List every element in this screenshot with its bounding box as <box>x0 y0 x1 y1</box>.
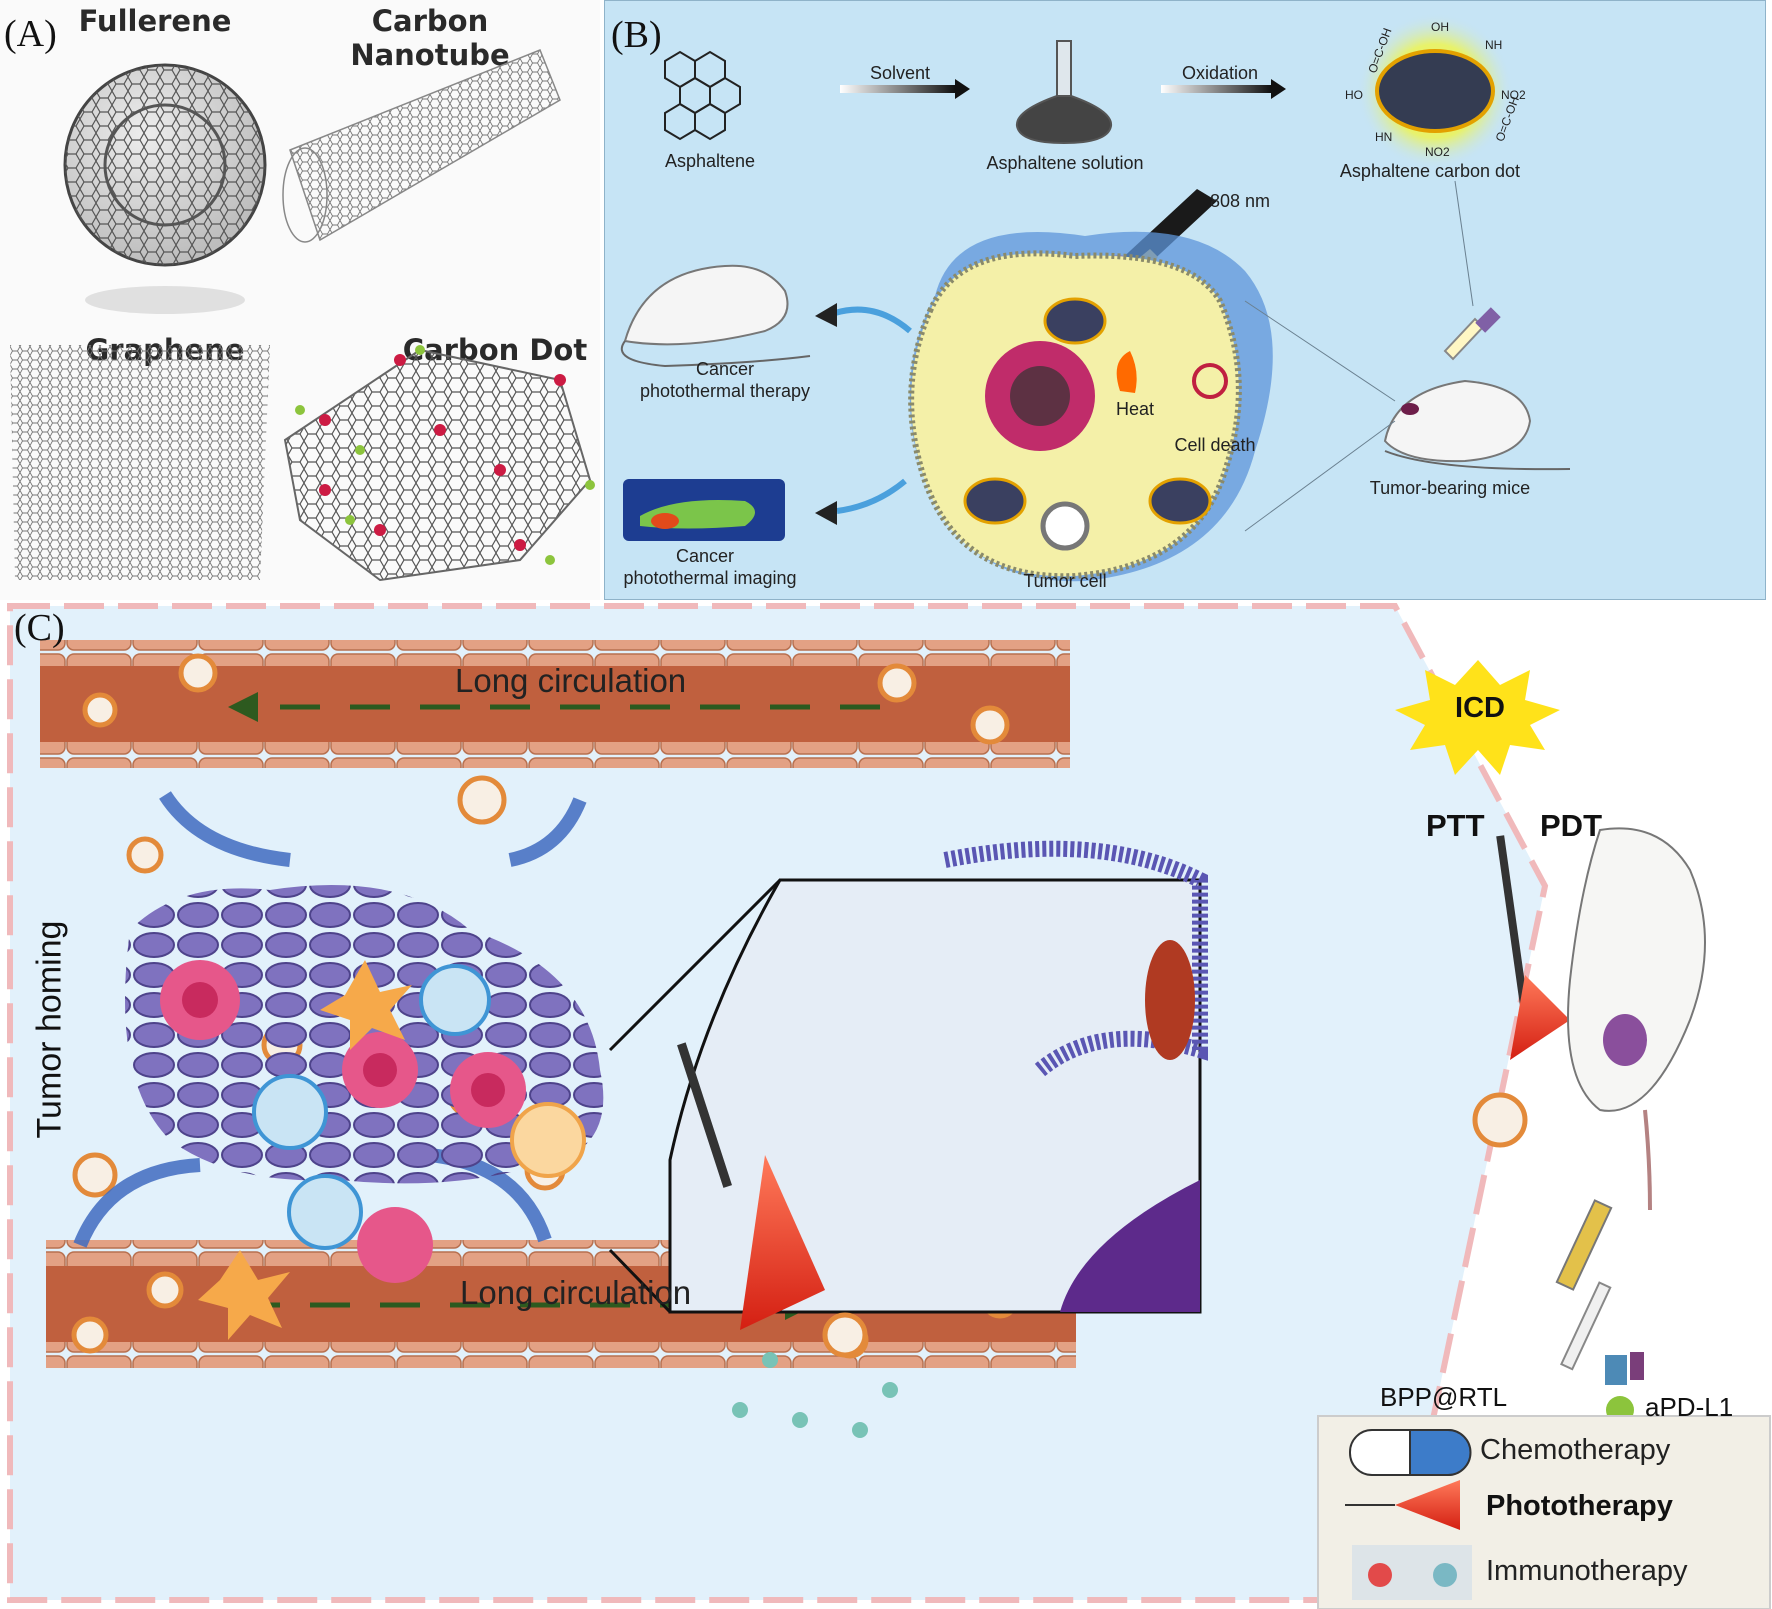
laser-wavelength-label: 808 nm <box>1209 191 1271 211</box>
panel-c-label: (C) <box>14 607 65 649</box>
phototherapy-fiber-icon <box>1496 835 1570 1060</box>
antibody-icon <box>1605 1352 1644 1424</box>
inset-laser-cone-icon <box>740 1155 825 1330</box>
tumor-bearing-mice-label: Tumor-bearing mice <box>1369 478 1531 498</box>
panel-b-label: (B) <box>611 14 662 56</box>
legend-phototherapy-label: Phototherapy <box>1486 1490 1673 1522</box>
mouse-therapy-icon <box>620 264 811 368</box>
long-circulation-bottom-label: Long circulation <box>460 1274 692 1311</box>
syringe-icon <box>1443 307 1501 361</box>
oxidation-label: Oxidation <box>1181 63 1259 83</box>
curved-arrow-therapy-icon <box>815 303 912 334</box>
therapy-label-line1: Cancer <box>695 359 755 379</box>
thermal-image-icon <box>623 479 785 541</box>
tumor-cell-icon <box>908 231 1273 582</box>
graphene-sheet-icon <box>10 345 270 580</box>
imaging-label-line2: photothermal imaging <box>623 568 797 588</box>
asphaltene-carbon-dot-label: Asphaltene carbon dot <box>1339 161 1521 181</box>
legend-laser-cone-icon <box>1395 1480 1460 1530</box>
bpp-rtl-label: BPP@RTL <box>1380 1382 1508 1412</box>
panel-a-label: (A) <box>4 13 57 55</box>
injection-syringe-icon <box>1555 1199 1613 1371</box>
treated-mouse-icon <box>1567 827 1706 1211</box>
icd-burst-icon <box>1395 660 1560 775</box>
panel-a-illustrations <box>10 49 595 582</box>
asphaltene-carbon-dot-icon <box>1357 13 1513 169</box>
long-circulation-top-label: Long circulation <box>455 662 687 699</box>
panel-b: (B) OH O=C-OH <box>604 0 1766 600</box>
fullerene-icon <box>63 63 267 314</box>
fullerene-title: Fullerene <box>78 4 232 38</box>
icd-label: ICD <box>1455 692 1505 724</box>
panel-c-illustrations <box>7 603 1771 1609</box>
tumor-bearing-mouse-icon <box>1383 379 1571 471</box>
zoom-inset <box>608 840 1208 1438</box>
apdl1-label: aPD-L1 <box>1645 1392 1734 1422</box>
imaging-label-line1: Cancer <box>675 546 735 566</box>
legend-immunotherapy-label: Immunotherapy <box>1486 1555 1688 1587</box>
heat-label: Heat <box>1115 399 1155 419</box>
ptt-label: PTT <box>1426 808 1485 843</box>
tumor-cell-label: Tumor cell <box>1023 571 1107 591</box>
legend-chemotherapy-label: Chemotherapy <box>1480 1434 1671 1466</box>
dot-group-hn: HN <box>1375 130 1392 144</box>
therapy-legend <box>1317 1415 1771 1609</box>
nanotube-title: Carbon Nanotube <box>350 4 510 72</box>
dot-group-nh: NH <box>1485 38 1502 52</box>
curved-arrow-imaging-icon <box>815 478 907 525</box>
carbon-dot-icon <box>283 345 595 582</box>
asphaltene-label: Asphaltene <box>664 151 756 171</box>
dot-group-ho: HO <box>1345 88 1363 102</box>
inset-laser-fiber-icon <box>677 1042 732 1188</box>
pdt-label: PDT <box>1540 808 1602 843</box>
panel-c: (C) Long circulation Long circulation Tu… <box>0 600 1772 1609</box>
oxidation-arrow-icon <box>1161 79 1286 99</box>
asphaltene-molecule-icon <box>664 50 741 141</box>
tumor-homing-label: Tumor homing <box>30 920 69 1139</box>
solvent-arrow-icon <box>840 79 970 99</box>
dot-group-no2-bottom: NO2 <box>1425 145 1450 159</box>
dot-group-oh: OH <box>1431 20 1449 34</box>
dot-group-no2-right: NO2 <box>1501 88 1526 102</box>
cell-death-label: Cell death <box>1174 435 1256 455</box>
tumor-mass-icon <box>125 885 604 1340</box>
asphaltene-solution-label: Asphaltene solution <box>986 153 1144 173</box>
therapy-label-line2: photothermal therapy <box>639 381 811 401</box>
panel-a: (A) Fullerene Carbon Nanotube Graphene C… <box>0 0 600 600</box>
flask-icon <box>1015 40 1113 145</box>
solvent-label: Solvent <box>869 63 931 83</box>
carbon-nanotube-icon <box>282 49 561 243</box>
panel-b-illustrations: OH O=C-OH NH HO NO2 HN NO2 O=C-OH <box>620 13 1571 582</box>
